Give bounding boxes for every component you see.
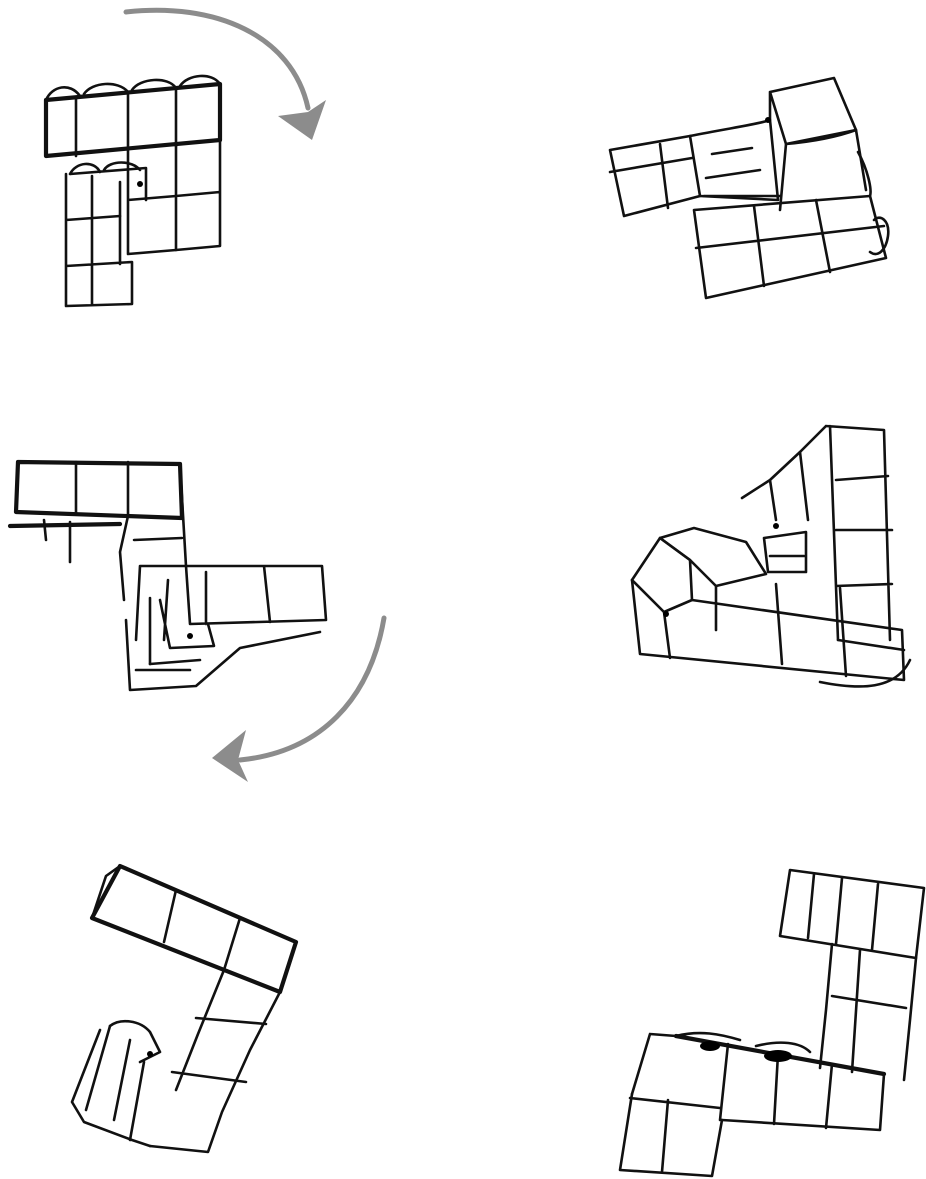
shape-middle-right xyxy=(632,426,910,687)
rotation-arrow-clockwise xyxy=(126,10,326,140)
arrowhead-icon xyxy=(278,100,326,140)
shape-top-right xyxy=(610,78,888,298)
shape-bottom-right xyxy=(620,870,924,1176)
curved-arrow-icon xyxy=(126,10,308,108)
rotation-arrow-counterclockwise xyxy=(212,618,384,782)
shape-bottom-left xyxy=(72,866,296,1152)
curved-arrow-icon xyxy=(240,618,384,760)
arrowhead-icon xyxy=(212,730,248,782)
shape-top-left xyxy=(46,76,220,306)
shape-middle-left xyxy=(10,462,326,690)
